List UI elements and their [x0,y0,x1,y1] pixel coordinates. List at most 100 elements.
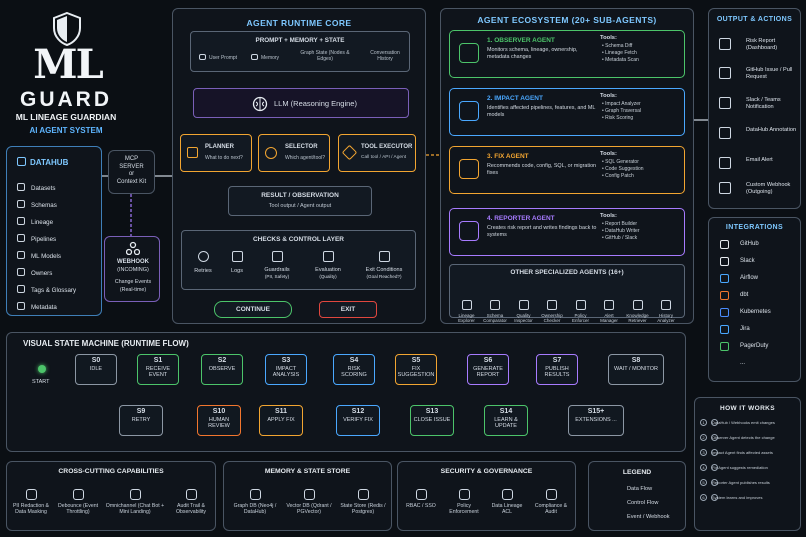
target-icon [265,147,277,159]
state-id: S2 [217,357,227,364]
tools-label: Tools: [600,35,617,41]
memory-item: State Store (Redis / Postgres) [338,489,388,515]
mask-icon [25,489,37,500]
exit-button[interactable]: EXIT [319,301,377,318]
integration-item[interactable]: Slack [740,258,755,264]
datahub-item[interactable]: Tags & Glossary [17,285,76,294]
state-node[interactable]: S15+EXTENSIONS ... [568,405,624,436]
integration-item[interactable]: Jira [740,326,750,332]
output-label: DataHub Annotation [746,127,797,133]
integration-item[interactable]: GitHub [740,241,759,247]
webhook-incoming-box: WEBHOOK (INCOMING) Change Events (Real-t… [104,236,160,302]
step-number: 4 [700,464,707,471]
checks-control-layer: CHECKS & CONTROL LAYER Retries Logs Guar… [181,230,416,290]
cross-cutting-panel: CROSS-CUTTING CAPABILITIES [6,461,216,531]
tools-icon [341,144,358,161]
state-id: S7 [552,357,562,364]
output-label: Risk Report (Dashboard) [746,38,778,51]
state-label: IMPACT ANALYSIS [272,365,300,379]
state-label: OBSERVE [208,365,236,372]
agent-title: 1. OBSERVER AGENT [487,37,555,44]
integration-item[interactable]: ... [740,360,746,366]
others-title: OTHER SPECIALIZED AGENTS (16+) [510,269,624,276]
brand-product-name: ML LINEAGE GUARDIAN [15,112,117,122]
integration-item[interactable]: PagerDuty [740,343,769,349]
state-id: S4 [349,357,359,364]
compliance-icon [545,489,557,500]
specialized-agent: Alert Manager [597,300,622,324]
datahub-item[interactable]: ML Models [17,251,61,260]
legend-item: Control Flow [627,500,659,506]
step-number: 5 [700,479,707,486]
datahub-item[interactable]: Pipelines [17,234,56,243]
state-id: S12 [351,408,365,415]
security-item: Policy Enforcement [443,489,485,515]
brand-word: GUARD [20,88,112,111]
state-label: WAIT / MONITOR [614,365,658,372]
specialized-agent-label: Schema Comparator [483,313,507,324]
datahub-item[interactable]: Lineage [17,217,53,226]
tool-executor-box: TOOL EXECUTOR Call tool / API / Agent [338,134,416,172]
state-label: PUBLISH RESULTS [544,365,570,379]
llm-box: LLM (Reasoning Engine) [193,88,409,118]
agent-tool-icon [461,300,472,310]
state-id: S8 [631,357,641,364]
eco-title: AGENT ECOSYSTEM (20+ SUB-AGENTS) [477,15,657,25]
specialized-agent: Quality Inspector [511,300,536,324]
slack-icon [720,257,729,266]
datahub-item[interactable]: Schemas [17,200,57,209]
vector-db-icon [303,489,315,500]
integration-item[interactable]: Airflow [740,275,759,281]
datahub-item[interactable]: Metadata [17,302,57,311]
github-icon [719,67,731,79]
database-icon [17,183,25,191]
tag-icon [17,285,25,293]
state-label: CLOSE ISSUE [413,416,451,423]
integration-item[interactable]: dbt [740,292,749,298]
logs-icon [231,251,243,262]
check-item: Retries [188,251,218,274]
webhook-icon [719,182,731,194]
check-item: Evaluation(Quality) [306,251,350,280]
tool-item: • Schema Diff [602,43,633,49]
mcp-line: MCP [124,156,139,162]
agent-tool-icon [547,300,557,310]
datahub-item[interactable]: Datasets [17,183,55,192]
legend-item: Event / Webhook [627,514,670,520]
specialized-agent: Lineage Explorer [454,300,479,324]
tool-item: • Code Suggestion [602,166,644,172]
specialized-agent-label: History Analyzer [657,313,675,324]
prompt-item: User Prompt [199,54,237,61]
mcp-line: or [128,171,135,177]
tool-item: • Report Builder [602,221,638,227]
schema-icon [17,200,25,208]
integration-item[interactable]: Kubernetes [740,309,771,315]
outputs-title: OUTPUT & ACTIONS [716,16,793,23]
capability-item: Omnichannel (Chat Bot + Mini Landing) [104,489,166,515]
brand-mark: ML [33,41,103,88]
state-label: EXTENSIONS ... [575,416,617,423]
datahub-item[interactable]: Owners [17,268,52,277]
lineage-icon [17,217,25,225]
tool-item: • Metadata Scan [602,57,639,63]
step-number: 1 [700,419,707,426]
specialized-agent: Ownership Checker [540,300,565,324]
webhook-desc: (Real-time) [119,287,147,293]
continue-button[interactable]: CONTINUE [214,301,292,318]
